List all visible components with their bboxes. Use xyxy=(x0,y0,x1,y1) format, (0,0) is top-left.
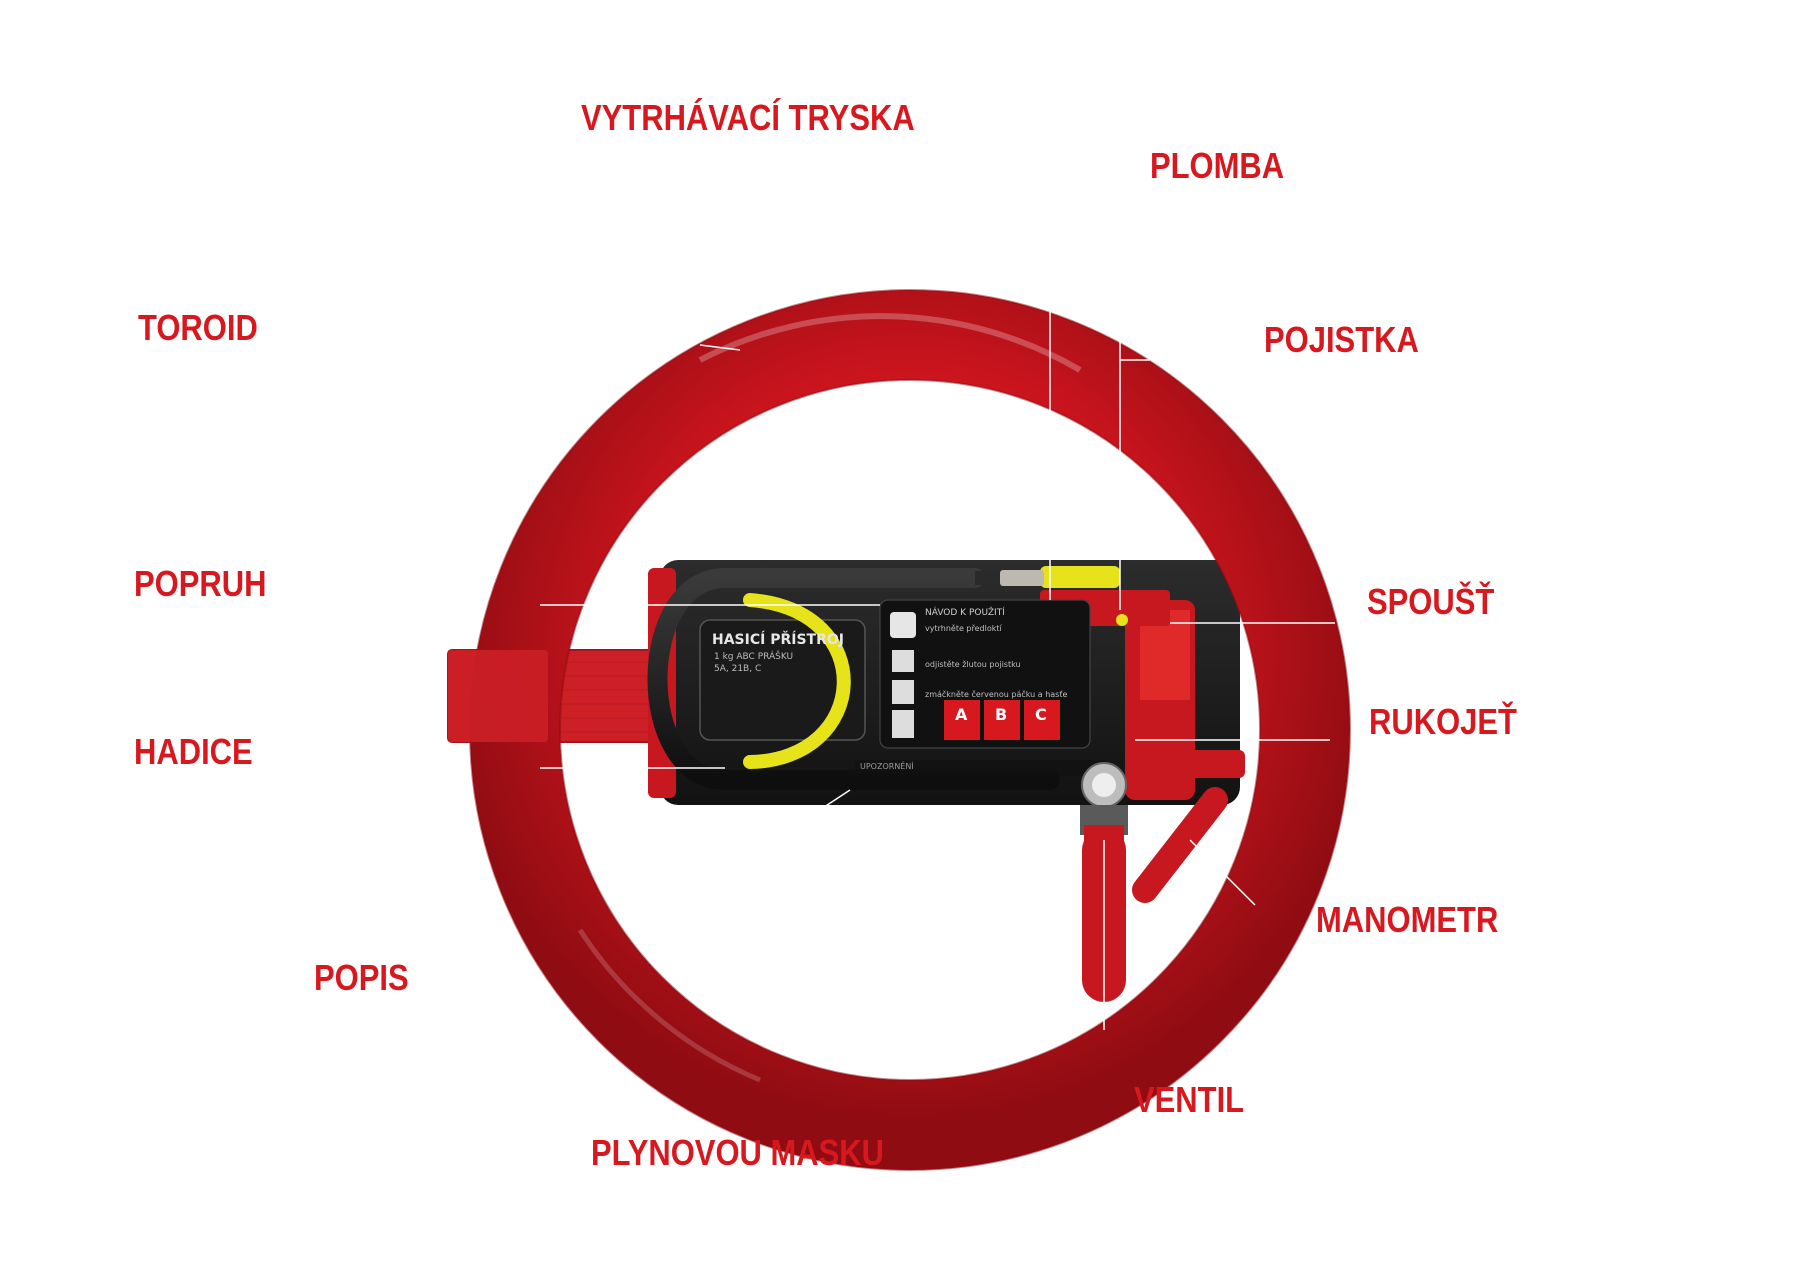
label-spoust: SPOUŠŤ xyxy=(1367,581,1495,622)
label-plynovou-masku: PLYNOVOU MASKU xyxy=(591,1132,885,1173)
leader-lines xyxy=(540,290,1335,1060)
label-ventil: VENTIL xyxy=(1134,1079,1245,1120)
device-label-title: HASICÍ PŘÍSTROJ xyxy=(712,632,844,648)
fire-class-b: B xyxy=(995,705,1008,724)
label-popruh: POPRUH xyxy=(134,563,267,604)
fire-class-a: A xyxy=(955,705,968,724)
label-popis: POPIS xyxy=(314,957,409,998)
safety-pin xyxy=(743,593,851,769)
hose xyxy=(647,568,1060,790)
instructions-title: NÁVOD K POUŽITÍ xyxy=(925,608,1005,618)
nozzle xyxy=(1040,566,1120,588)
device-label-panel xyxy=(699,619,866,741)
label-manometr: MANOMETR xyxy=(1316,899,1499,940)
label-plomba: PLOMBA xyxy=(1150,145,1285,186)
instructions-step3: zmáčkněte červenou páčku a hasťe xyxy=(925,690,1068,699)
fire-class-c: C xyxy=(1035,705,1047,724)
warning-text: UPOZORNĚNÍ xyxy=(860,762,914,771)
label-toroid: TOROID xyxy=(138,307,258,348)
label-hadice: HADICE xyxy=(134,731,253,772)
label-pojistka: POJISTKA xyxy=(1264,319,1419,360)
instructions-step1: vytrhněte předloktí xyxy=(925,624,1002,633)
device-label-subtitle: 1 kg ABC PRÁŠKU xyxy=(714,652,794,662)
label-vytrhavaci-tryska: VYTRHÁVACÍ TRYSKA xyxy=(581,97,915,138)
label-rukojet: RUKOJEŤ xyxy=(1369,701,1517,742)
instructions-step2: odjistěte žlutou pojistku xyxy=(925,660,1021,669)
device-label-class: 5A, 21B, C xyxy=(714,664,762,674)
